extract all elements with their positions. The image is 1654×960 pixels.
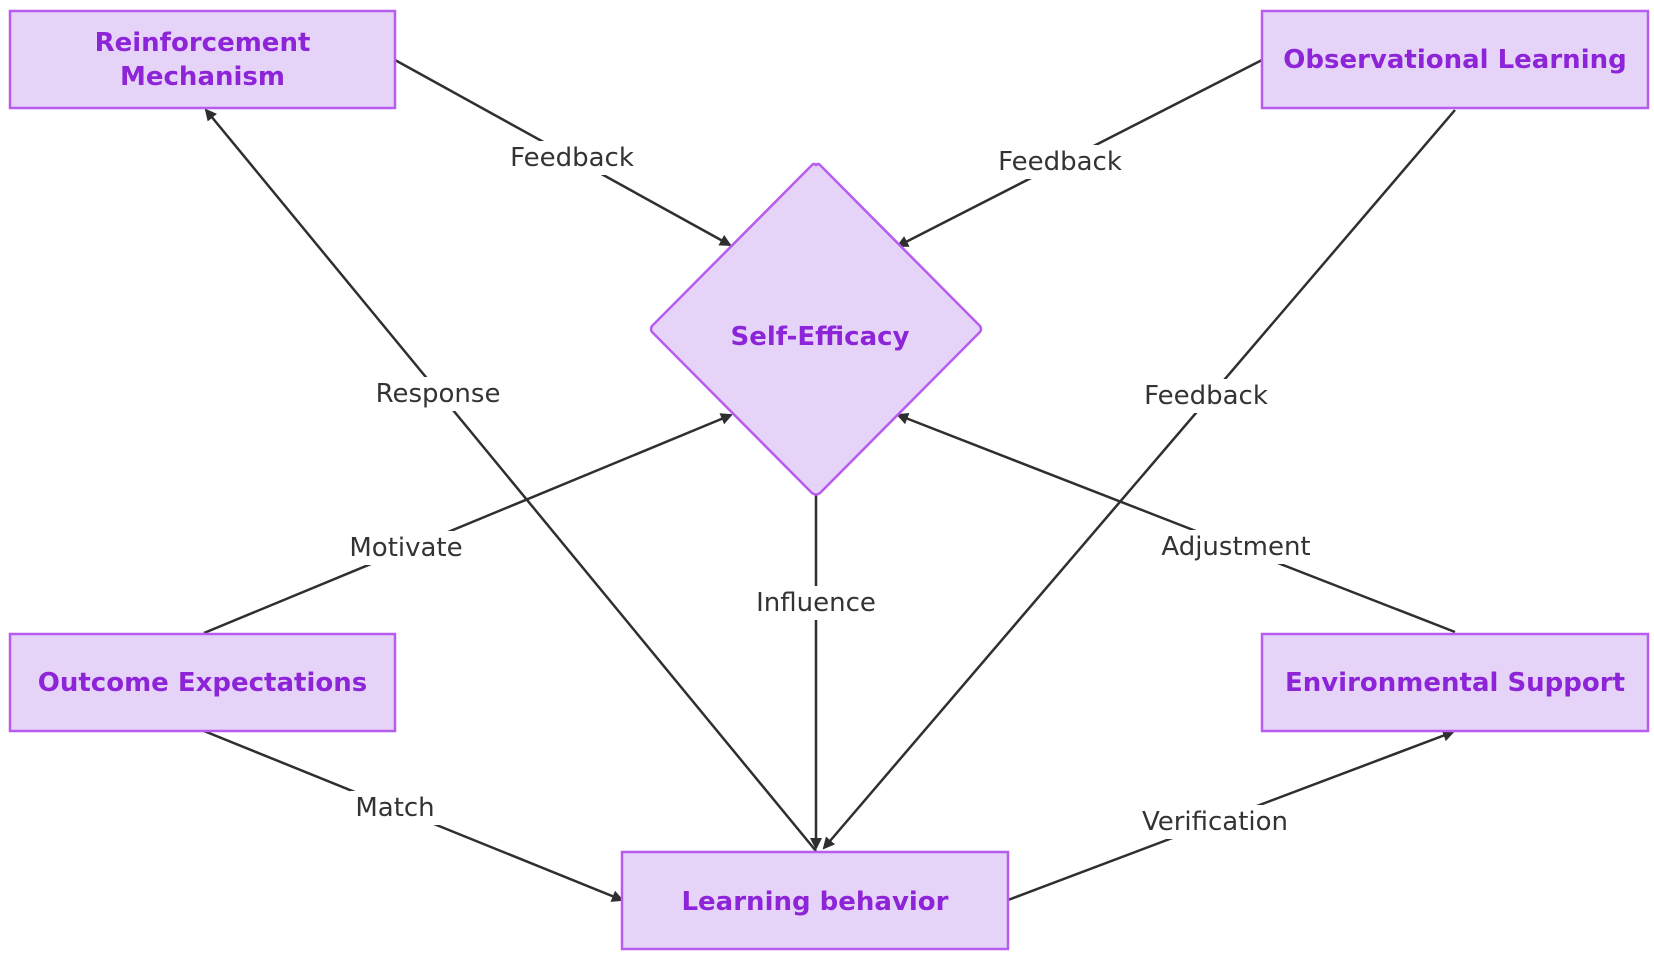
edge-observational-to-learning-behavior	[822, 109, 1456, 850]
svg-text:Response: Response	[376, 379, 501, 409]
edge-label-motivate: Motivate	[344, 531, 468, 565]
svg-text:Mechanism: Mechanism	[120, 62, 285, 92]
edge-label-influence: Influence	[752, 586, 880, 620]
node-self-efficacy: Self-Efficacy	[649, 162, 983, 496]
svg-text:Learning behavior: Learning behavior	[681, 887, 948, 917]
edge-label-response: Response	[370, 377, 506, 411]
edge-label-observational-learning-feedback: Feedback	[1140, 379, 1272, 413]
svg-text:Outcome Expectations: Outcome Expectations	[38, 668, 367, 698]
edge-label-adjustment: Adjustment	[1156, 530, 1316, 564]
edge-label-match: Match	[350, 791, 440, 825]
svg-text:Adjustment: Adjustment	[1161, 532, 1310, 562]
edge-labels: Feedback Feedback Feedback Response Moti…	[344, 141, 1316, 839]
svg-text:Influence: Influence	[756, 588, 876, 618]
edge-environmental-to-self-efficacy	[896, 413, 1456, 634]
edge-label-verification: Verification	[1134, 805, 1296, 839]
svg-text:Environmental Support: Environmental Support	[1285, 668, 1625, 698]
svg-text:Match: Match	[355, 793, 434, 823]
svg-text:Reinforcement: Reinforcement	[95, 28, 311, 58]
svg-text:Feedback: Feedback	[998, 147, 1122, 177]
node-learning-behavior: Learning behavior	[620, 850, 1010, 951]
node-outcome-expectations: Outcome Expectations	[8, 632, 397, 733]
edge-label-reinforcement-feedback: Feedback	[506, 141, 638, 175]
node-reinforcement-mechanism: Reinforcement Mechanism	[8, 9, 397, 110]
svg-text:Verification: Verification	[1142, 807, 1288, 837]
svg-text:Self-Efficacy: Self-Efficacy	[731, 322, 910, 352]
node-observational-learning: Observational Learning	[1260, 9, 1650, 110]
edge-label-observational-feedback: Feedback	[994, 145, 1126, 179]
node-environmental-support: Environmental Support	[1260, 632, 1650, 733]
svg-text:Motivate: Motivate	[349, 533, 462, 563]
edge-outcome-to-self-efficacy	[203, 413, 733, 635]
svg-text:Feedback: Feedback	[510, 143, 634, 173]
edge-learning-to-reinforcement	[204, 108, 817, 852]
svg-text:Observational Learning: Observational Learning	[1283, 45, 1626, 75]
svg-text:Feedback: Feedback	[1144, 381, 1268, 411]
